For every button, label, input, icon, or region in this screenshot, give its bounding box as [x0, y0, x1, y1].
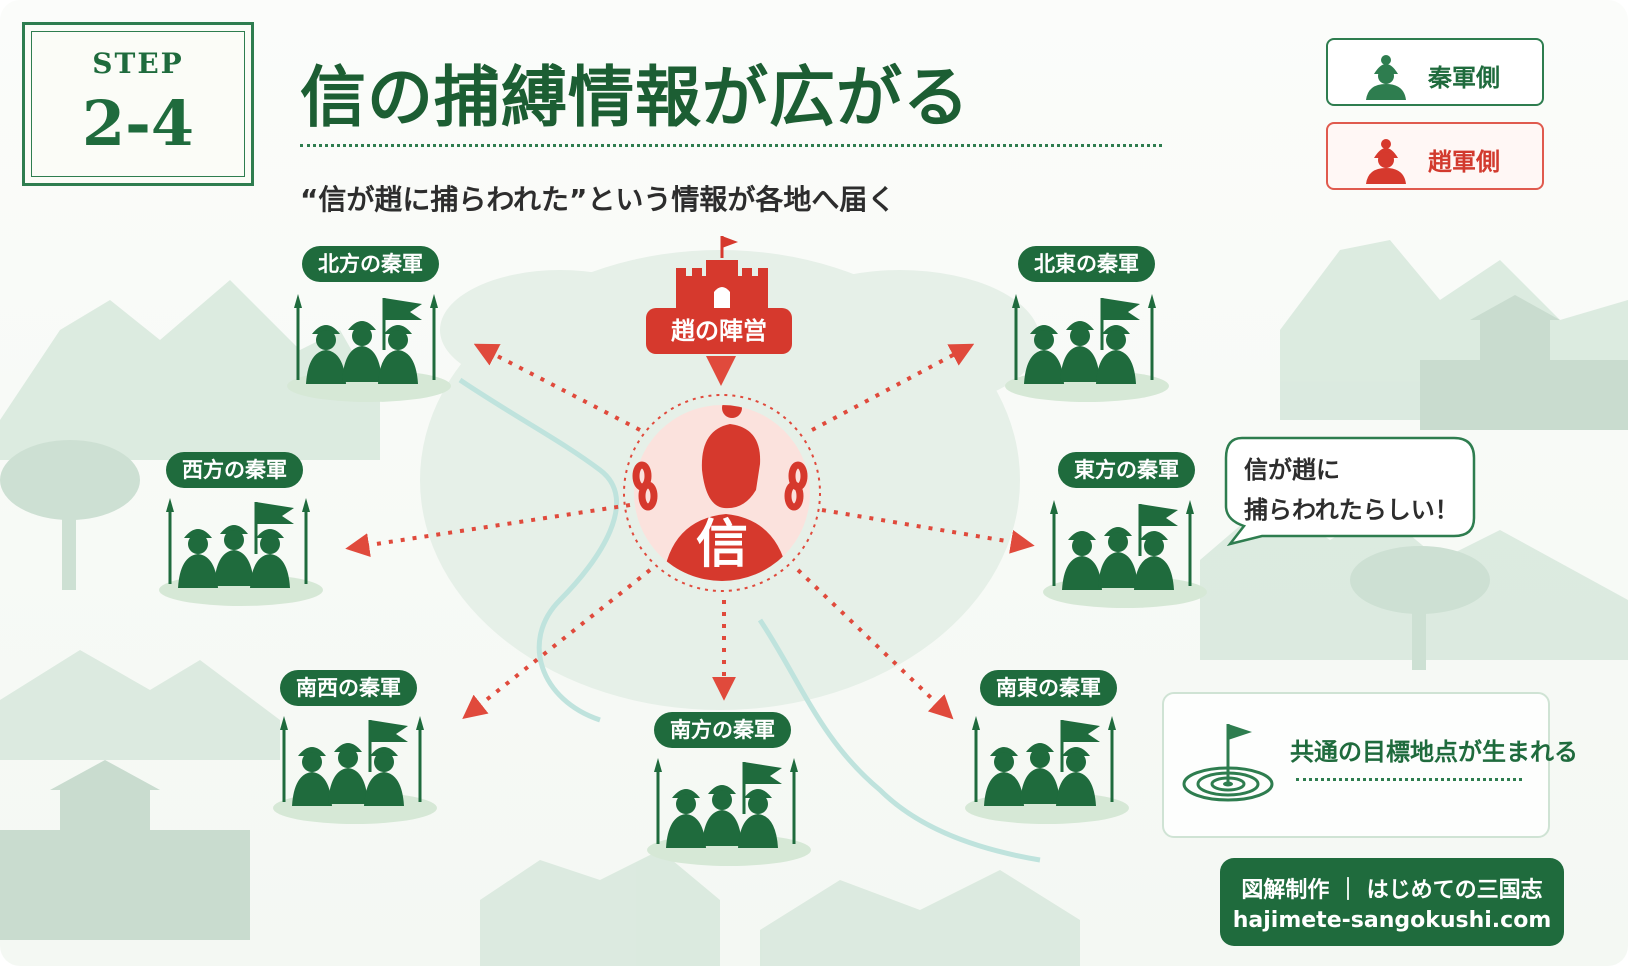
speech-line-2: 捕らわれたらしい！ — [1244, 496, 1459, 524]
army-label-west: 西方の秦軍 — [166, 452, 303, 488]
credit-badge: 図解制作 ｜ はじめての三国志 hajimete-sangokushi.com — [1220, 858, 1564, 946]
legend-zhao: 趙軍側 — [1326, 122, 1544, 190]
step-number: 2-4 — [81, 87, 194, 160]
legend-qin-label: 秦軍側 — [1428, 64, 1500, 92]
army-label-east: 東方の秦軍 — [1058, 452, 1195, 488]
title-divider — [300, 144, 1162, 147]
army-group-northeast — [1003, 292, 1171, 404]
credit-title: 図解制作 ｜ はじめての三国志 — [1241, 878, 1543, 903]
zhao-soldier-icon — [1366, 139, 1406, 184]
arrow-east — [821, 508, 1035, 554]
army-group-south — [645, 756, 813, 868]
arrow-northeast — [811, 343, 975, 432]
army-label-southwest: 南西の秦軍 — [280, 670, 417, 706]
legend-zhao-label: 趙軍側 — [1428, 148, 1500, 176]
army-group-north — [285, 292, 453, 404]
army-group-east — [1041, 498, 1209, 610]
step-badge: STEP 2-4 — [22, 22, 254, 186]
arrow-north — [473, 343, 641, 432]
speech-bubble-text: 信が趙に 捕らわれたらしい！ — [1244, 450, 1459, 530]
army-label-south: 南方の秦軍 — [654, 712, 791, 748]
goal-text: 共通の目標地点が生まれる — [1290, 738, 1578, 766]
page-subtitle: “信が趙に捕らわれた”という情報が各地へ届く — [300, 183, 896, 216]
army-label-north: 北方の秦軍 — [302, 246, 439, 282]
page-title: 信の捕縛情報が広がる — [300, 59, 970, 136]
army-group-southeast — [963, 714, 1131, 826]
credit-url[interactable]: hajimete-sangokushi.com — [1232, 908, 1552, 933]
army-group-southwest — [271, 714, 439, 826]
army-label-southeast: 南東の秦軍 — [980, 670, 1117, 706]
captive-shin-emblem: 信 — [623, 394, 821, 592]
army-label-northeast: 北東の秦軍 — [1018, 246, 1155, 282]
step-label: STEP — [92, 47, 184, 80]
arrow-southwest — [462, 568, 652, 719]
qin-soldier-icon — [1366, 55, 1406, 100]
speech-line-1: 信が趙に — [1244, 456, 1340, 484]
arrow-west — [345, 503, 631, 557]
speech-bubble — [1224, 436, 1476, 546]
captive-character: 信 — [696, 515, 748, 575]
zhao-camp-label: 趙の陣営 — [646, 308, 792, 354]
goal-divider — [1296, 778, 1522, 781]
target-flag-icon — [1182, 724, 1274, 802]
army-group-west — [157, 496, 325, 608]
zhao-castle-icon — [676, 236, 768, 308]
legend-qin: 秦軍側 — [1326, 38, 1544, 106]
